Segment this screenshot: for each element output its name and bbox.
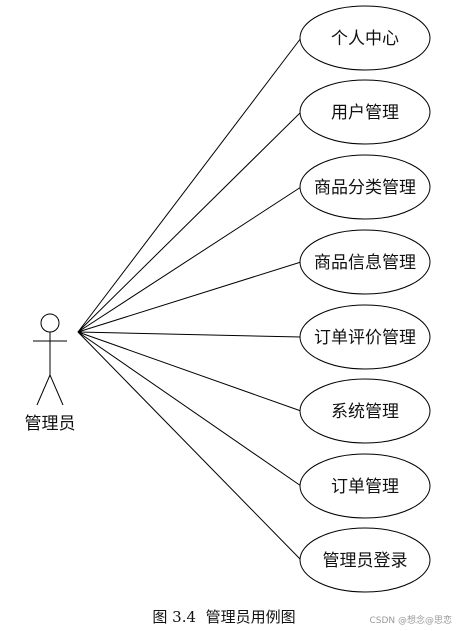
use-case-label: 个人中心 [331,29,399,49]
use-case-4: 商品信息管理 [299,229,431,295]
association-line-6 [77,331,302,412]
association-line-7 [77,331,302,487]
association-line-8 [77,331,302,561]
use-case-8: 管理员登录 [299,527,431,593]
use-case-ellipse [299,154,431,220]
use-case-ellipse [299,453,431,519]
use-case-ellipse [299,5,431,71]
use-case-ellipse [299,79,431,145]
actor-right-leg [49,374,64,406]
use-case-2: 用户管理 [299,79,431,145]
use-case-ellipse [299,527,431,593]
watermark: CSDN @想念@思恋 [369,614,452,626]
actor-label: 管理员 [25,414,76,434]
use-case-7: 订单管理 [299,453,431,519]
use-case-label: 商品信息管理 [314,253,416,273]
use-case-1: 个人中心 [299,5,431,71]
actor-left-leg [36,374,51,406]
association-line-5 [77,331,302,338]
use-case-label: 用户管理 [331,103,399,123]
stick-figure-actor-icon [33,313,67,406]
association-line-1 [77,37,302,333]
actor-head [40,313,60,333]
use-case-label: 订单评价管理 [314,328,416,348]
use-case-3: 商品分类管理 [299,154,431,220]
use-case-label: 系统管理 [331,402,399,422]
association-lines [77,37,302,561]
use-case-label: 管理员登录 [323,551,408,571]
use-case-6: 系统管理 [299,378,431,444]
use-case-label: 订单管理 [331,477,399,497]
use-case-ellipse [299,304,431,370]
association-line-4 [77,261,302,333]
figure-caption: 图 3.4 管理员用例图 [152,608,295,626]
association-line-2 [77,111,302,333]
use-case-5: 订单评价管理 [299,304,431,370]
use-case-ellipse [299,378,431,444]
use-case-ellipse [299,229,431,295]
use-case-label: 商品分类管理 [314,178,416,198]
association-line-3 [77,186,302,333]
